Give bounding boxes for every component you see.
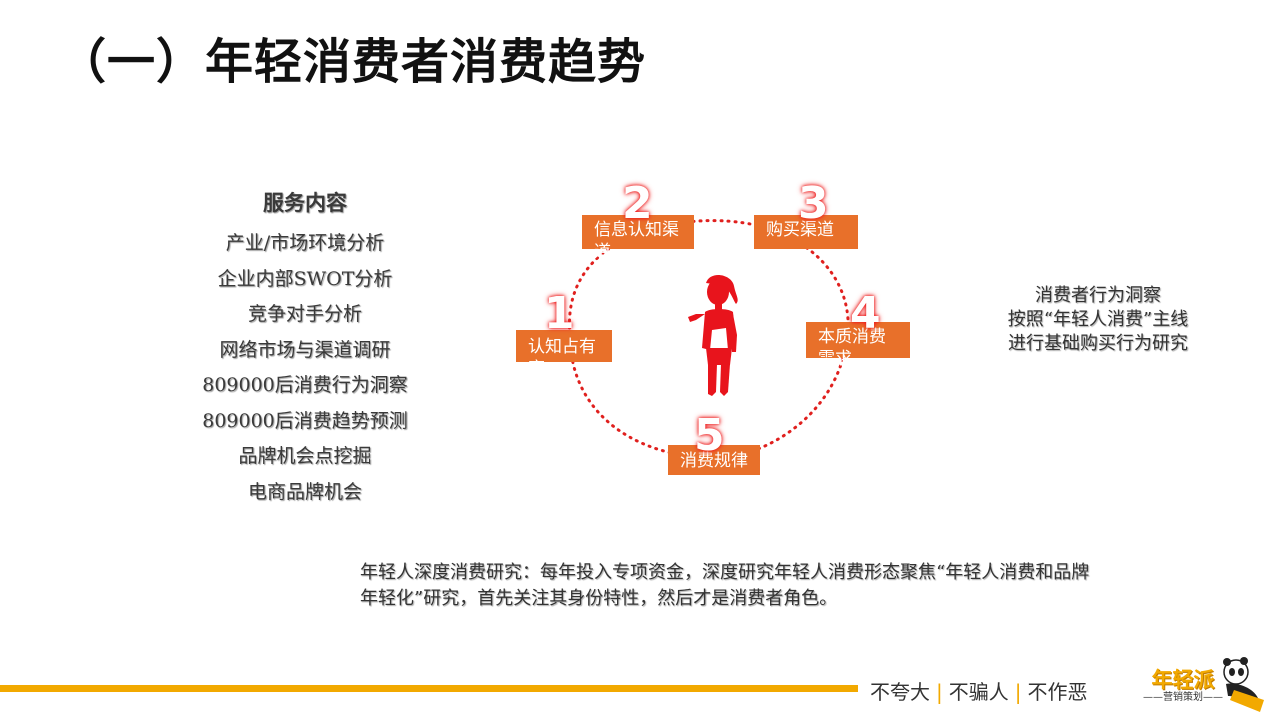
consumer-cycle-diagram: 认知占有率 1 信息认知渠道 2 购买渠道 3 本质消费需求 4 消费规律 5 <box>500 170 920 490</box>
panda-mascot-icon <box>1223 657 1264 712</box>
service-item: 809000后消费行为洞察 <box>202 374 408 396</box>
slogan-separator: | <box>936 680 943 704</box>
step-label-4: 本质消费需求 <box>806 322 910 369</box>
step-number-4: 4 <box>850 288 881 339</box>
footer-slogan: 不夸大|不骗人|不作恶 <box>870 676 1088 705</box>
service-list: 服务内容 产业/市场环境分析 企业内部SWOT分析 竞争对手分析 网络市场与渠道… <box>180 186 430 510</box>
step-label-2: 信息认知渠道 <box>582 215 694 262</box>
logo-wordmark: 年轻派 <box>1151 668 1215 692</box>
page-title: （一）年轻消费者消费趋势 <box>58 34 647 90</box>
step-label-1: 认知占有率 <box>516 330 612 379</box>
step-number-3: 3 <box>798 178 829 229</box>
insight-line: 消费者行为洞察 <box>1035 285 1161 306</box>
insight-line: 按照“年轻人消费”主线 <box>1007 309 1189 330</box>
step-number-5: 5 <box>694 410 725 461</box>
logo-tagline: ——营销策划—— <box>1143 692 1223 703</box>
service-item: 网络市场与渠道调研 <box>219 338 391 361</box>
service-item: 企业内部SWOT分析 <box>217 267 393 290</box>
insight-line: 进行基础购买行为研究 <box>1008 333 1188 354</box>
service-item: 产业/市场环境分析 <box>225 232 385 254</box>
research-note: 年轻人深度消费研究：每年投入专项资金，深度研究年轻人消费形态聚焦“年轻人消费和品… <box>360 562 1090 609</box>
slogan-item: 不骗人 <box>948 680 1009 704</box>
service-heading: 服务内容 <box>263 190 347 215</box>
service-item: 809000后消费趋势预测 <box>202 409 408 432</box>
brand-logo: 年轻派 ——营销策划—— <box>1138 668 1228 704</box>
service-item: 品牌机会点挖掘 <box>238 445 372 467</box>
service-item: 电商品牌机会 <box>247 480 362 503</box>
step-number-1: 1 <box>544 288 575 339</box>
step-label-5: 消费规律 <box>668 445 760 475</box>
slogan-item: 不作恶 <box>1027 680 1088 704</box>
insight-text: 消费者行为洞察 按照“年轻人消费”主线 进行基础购买行为研究 <box>978 284 1218 356</box>
step-label-3: 购买渠道 <box>754 215 858 249</box>
step-number-2: 2 <box>622 178 653 229</box>
slogan-item: 不夸大 <box>870 680 930 704</box>
service-item: 竞争对手分析 <box>247 303 362 325</box>
consumer-figure-icon <box>688 274 738 396</box>
slogan-separator: | <box>1014 680 1022 704</box>
footer-accent-bar <box>0 685 858 692</box>
